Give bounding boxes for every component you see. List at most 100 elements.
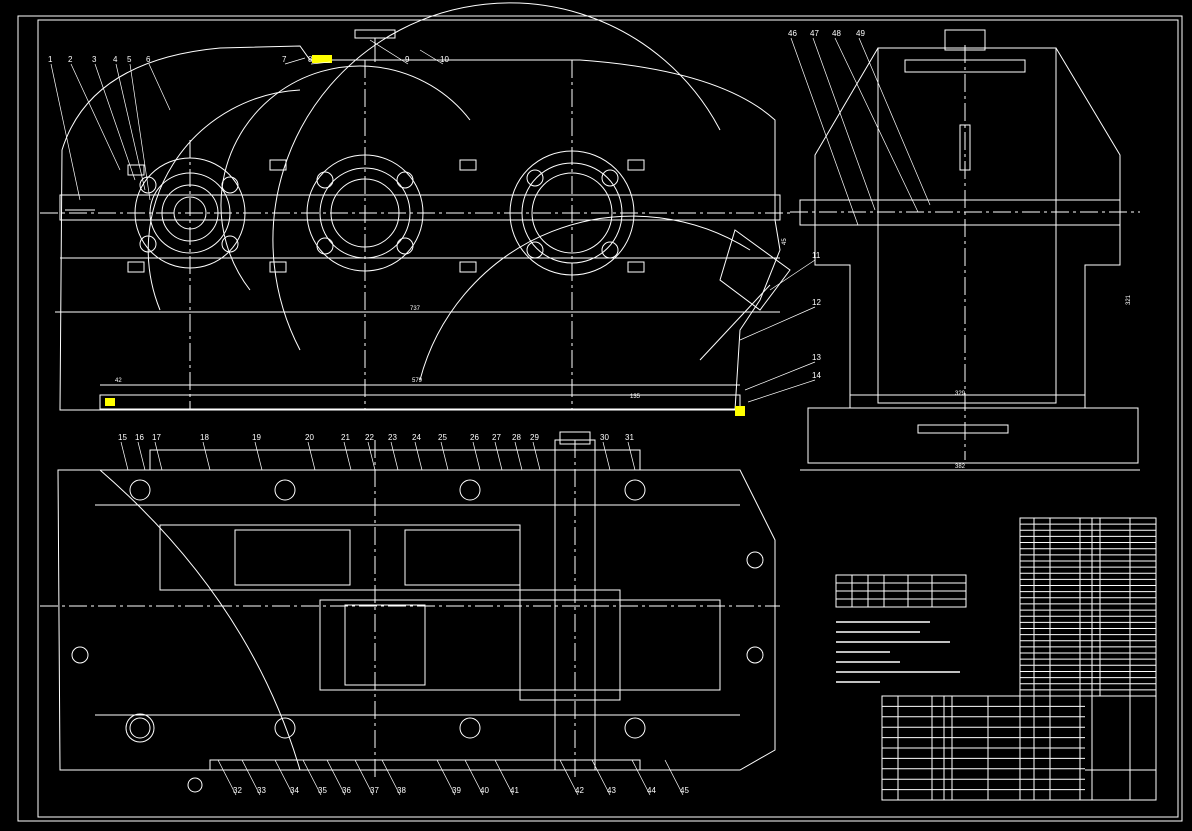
- part-label-35: 35: [318, 786, 327, 795]
- leader-line: [494, 759, 514, 796]
- part-label-47: 47: [810, 29, 819, 38]
- dimension-side_width: 329: [955, 391, 966, 397]
- leader-line: [591, 759, 611, 796]
- notes: [836, 621, 960, 683]
- part-label-18: 18: [200, 433, 209, 442]
- leader-line: [419, 49, 444, 65]
- dimension-front_right: 135: [630, 394, 641, 400]
- leader-line: [739, 306, 816, 341]
- part-label-38: 38: [397, 786, 406, 795]
- part-label-32: 32: [233, 786, 242, 795]
- dimension-side_height: 321: [1126, 294, 1132, 305]
- leader-line: [381, 759, 401, 796]
- part-label-5: 5: [127, 55, 132, 64]
- leader-line: [254, 441, 263, 471]
- leader-line: [440, 441, 449, 471]
- leader-line: [559, 759, 579, 796]
- part-label-3: 3: [92, 55, 97, 64]
- dimension-front_overall: 737: [410, 306, 421, 312]
- leader-line: [494, 441, 503, 471]
- part-label-15: 15: [118, 433, 127, 442]
- leader-line: [369, 39, 409, 65]
- part-label-1: 1: [48, 55, 53, 64]
- part-label-49: 49: [856, 29, 865, 38]
- leader-line: [790, 37, 859, 226]
- leader-line: [532, 441, 541, 471]
- leader-line: [148, 63, 171, 111]
- leader-line: [310, 61, 331, 65]
- tech-table: [835, 574, 967, 608]
- leader-line: [120, 441, 129, 471]
- leader-line: [217, 759, 237, 796]
- part-label-40: 40: [480, 786, 489, 795]
- part-label-34: 34: [290, 786, 299, 795]
- part-label-28: 28: [512, 433, 521, 442]
- leader-line: [367, 441, 376, 471]
- part-label-14: 14: [812, 371, 821, 380]
- part-label-45: 45: [680, 786, 689, 795]
- part-label-30: 30: [600, 433, 609, 442]
- part-label-37: 37: [370, 786, 379, 795]
- part-label-39: 39: [452, 786, 461, 795]
- leader-line: [414, 441, 423, 471]
- leader-line: [858, 37, 931, 206]
- dimension-front_left: 42: [115, 378, 122, 384]
- part-label-29: 29: [530, 433, 539, 442]
- leader-line: [631, 759, 651, 796]
- part-label-31: 31: [625, 433, 634, 442]
- leader-line: [602, 441, 611, 471]
- leader-line: [436, 759, 456, 796]
- side-view: [790, 29, 1140, 471]
- inner-frame: [37, 19, 1179, 818]
- part-label-22: 22: [365, 433, 374, 442]
- part-label-21: 21: [341, 433, 350, 442]
- leader-line: [202, 441, 211, 471]
- part-label-6: 6: [146, 55, 151, 64]
- leader-line: [137, 441, 146, 471]
- leader-line: [274, 759, 294, 796]
- part-label-19: 19: [252, 433, 261, 442]
- part-label-41: 41: [510, 786, 519, 795]
- part-label-16: 16: [135, 433, 144, 442]
- part-label-25: 25: [438, 433, 447, 442]
- part-label-11: 11: [812, 251, 821, 260]
- leader-line: [129, 63, 151, 201]
- part-label-13: 13: [812, 353, 821, 362]
- leader-line: [390, 441, 399, 471]
- leader-line: [94, 63, 136, 181]
- part-label-4: 4: [113, 55, 118, 64]
- leader-line: [812, 37, 876, 211]
- part-label-20: 20: [305, 433, 314, 442]
- leader-line: [514, 441, 523, 471]
- outer-frame: [17, 15, 1183, 822]
- part-label-43: 43: [607, 786, 616, 795]
- bom-table: [881, 695, 1157, 801]
- leader-line: [472, 441, 481, 471]
- parts-list: [1019, 517, 1157, 697]
- leader-line: [115, 63, 146, 191]
- leader-line: [284, 57, 306, 65]
- leader-line: [154, 441, 163, 471]
- dimension-side_base: 382: [955, 464, 966, 470]
- leader-line: [834, 37, 919, 213]
- part-label-33: 33: [257, 786, 266, 795]
- part-label-36: 36: [342, 786, 351, 795]
- part-label-27: 27: [492, 433, 501, 442]
- part-label-8: 8: [308, 55, 313, 64]
- leader-line: [70, 63, 121, 171]
- part-label-10: 10: [440, 55, 449, 64]
- part-label-48: 48: [832, 29, 841, 38]
- part-label-7: 7: [282, 55, 287, 64]
- top-view: [40, 431, 780, 793]
- part-label-2: 2: [68, 55, 73, 64]
- part-label-9: 9: [405, 55, 410, 64]
- front-view: [40, 2, 791, 411]
- leader-line: [354, 759, 374, 796]
- part-label-12: 12: [812, 298, 821, 307]
- leader-line: [50, 63, 81, 201]
- leader-line: [664, 759, 684, 796]
- accent-marks: [105, 55, 745, 416]
- leader-line: [326, 759, 346, 796]
